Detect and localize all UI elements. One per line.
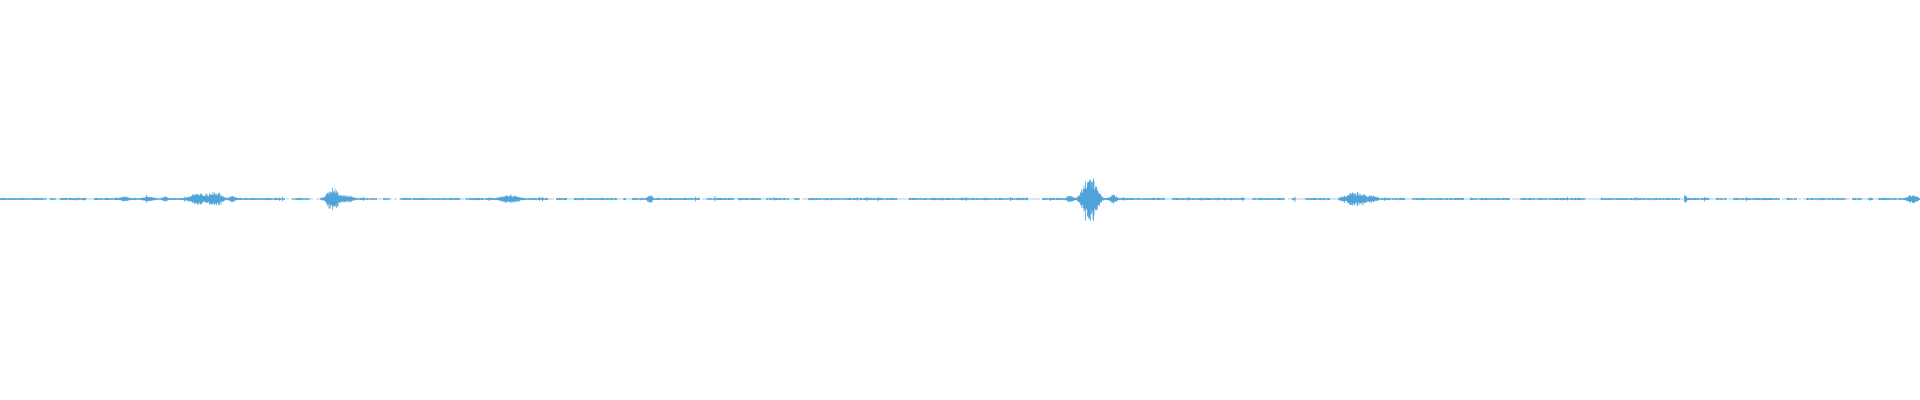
waveform-trace (0, 178, 1920, 222)
waveform-path (0, 178, 1920, 222)
